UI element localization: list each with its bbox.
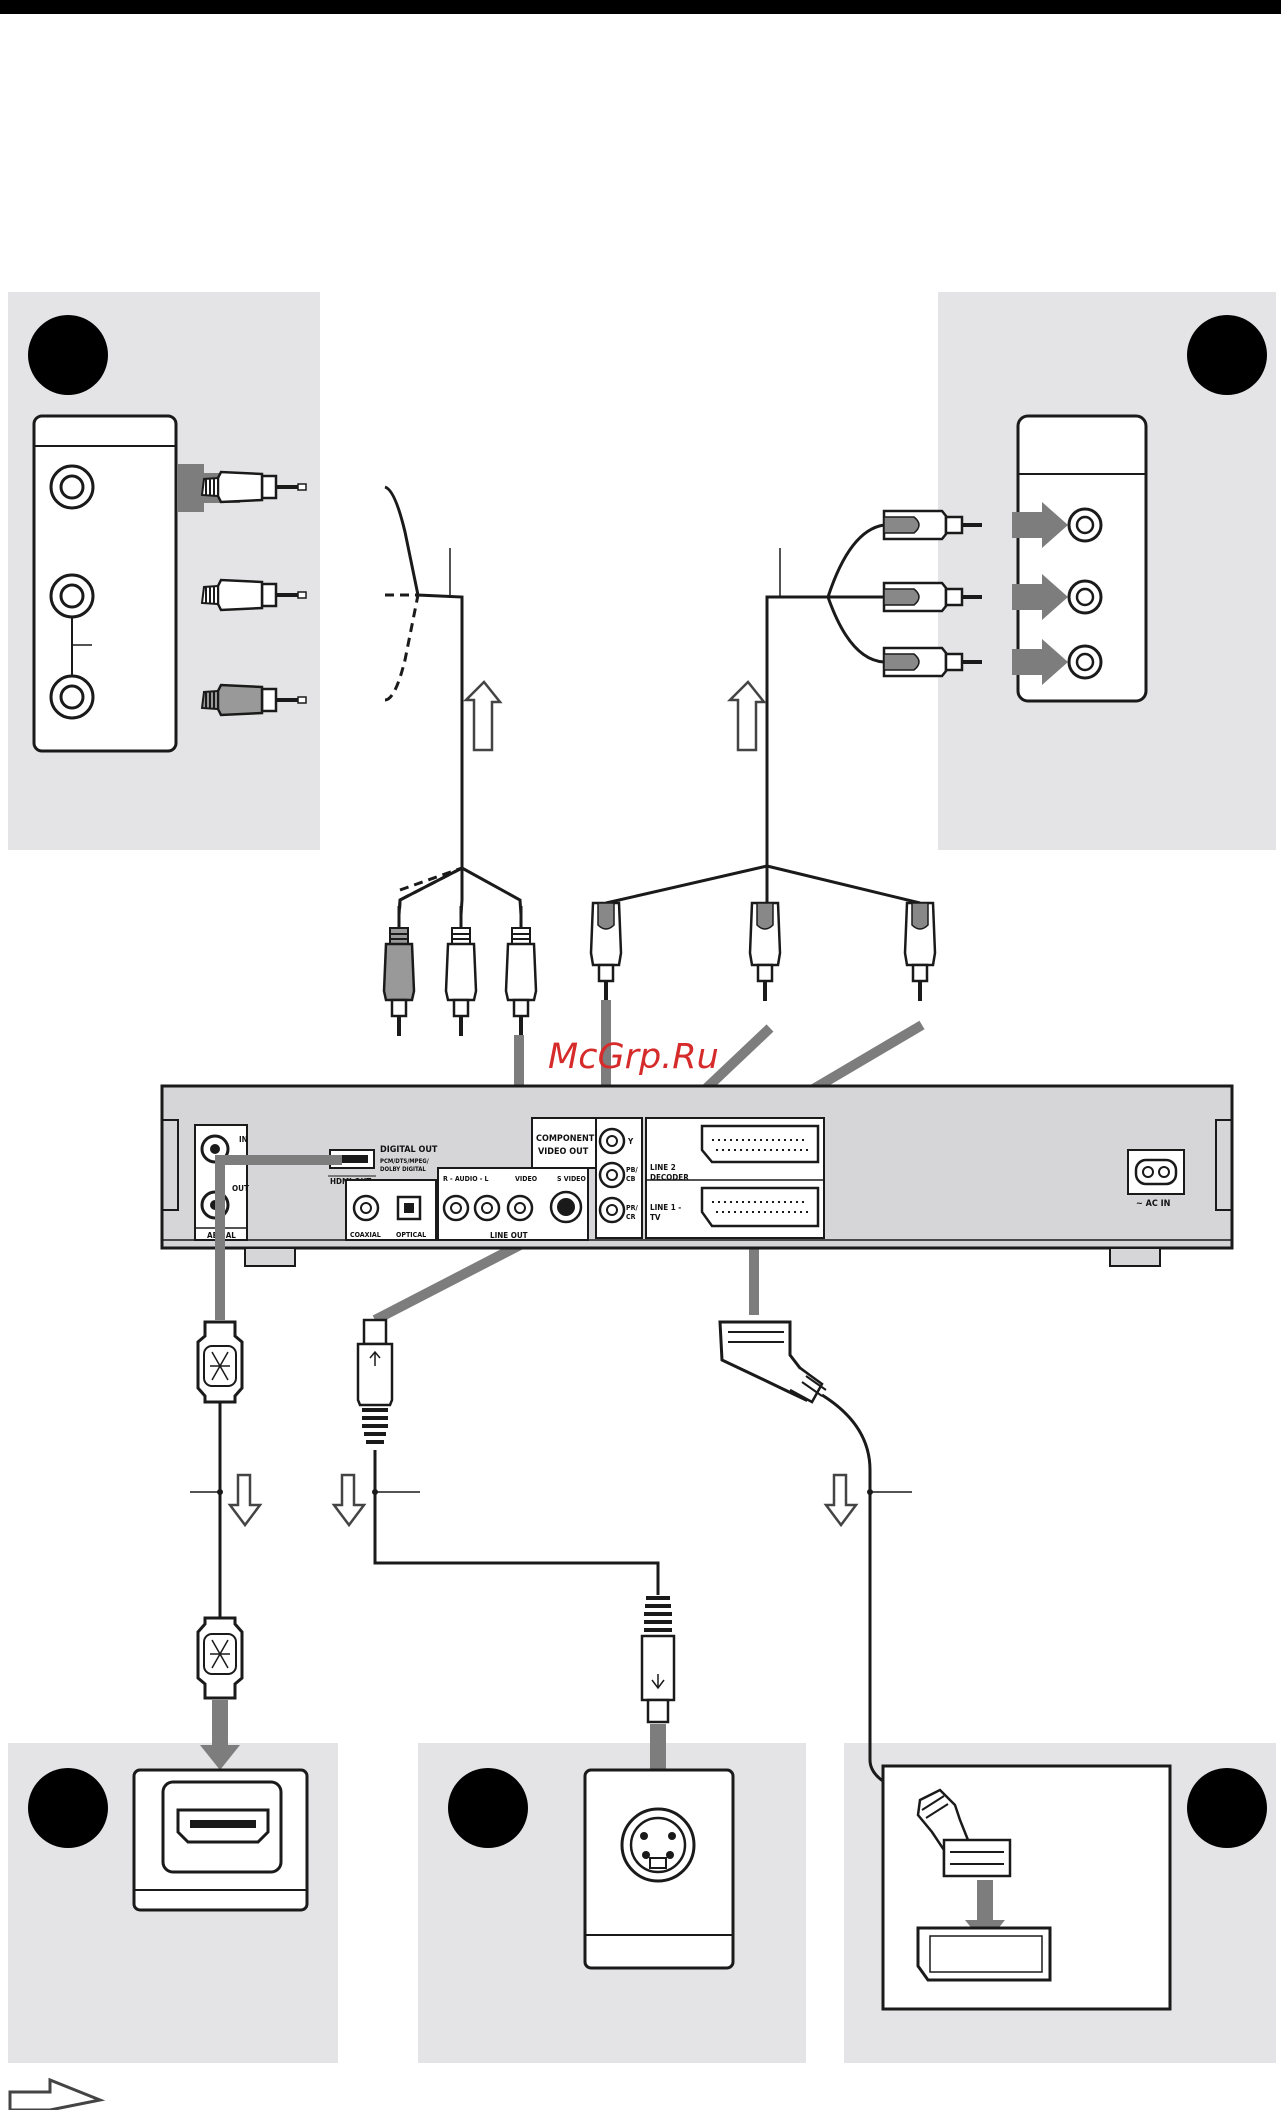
video-out-jack xyxy=(508,1196,532,1220)
hdmi-input-device xyxy=(134,1770,307,1910)
audio-out-jack-r xyxy=(444,1196,468,1220)
scart-plug xyxy=(720,1322,826,1402)
rca-plug xyxy=(905,903,935,1001)
signal-flow-arrow xyxy=(730,682,764,750)
rca-plug xyxy=(384,906,414,1036)
s-video-plug xyxy=(358,1320,392,1442)
signal-flow-arrow xyxy=(1012,502,1068,685)
video-input-jack xyxy=(51,466,93,508)
audio-input-jack-r xyxy=(51,676,93,718)
component-pr-input-jack xyxy=(1069,646,1101,678)
component-y-out-jack xyxy=(600,1129,624,1153)
tv-label: TV xyxy=(650,1213,661,1222)
rca-plug xyxy=(506,906,536,1036)
rca-plug xyxy=(750,903,780,1001)
digital-out-formats-1: PCM/DTS/MPEG/ xyxy=(380,1158,429,1165)
signal-flow-arrow xyxy=(10,2080,100,2110)
panel-marker-circle xyxy=(448,1768,528,1848)
ac-in-label: ~ AC IN xyxy=(1136,1199,1171,1209)
digital-out-label: DIGITAL OUT xyxy=(380,1145,438,1155)
watermark: McGrp.Ru xyxy=(548,1037,719,1077)
component-pb-label: PB/ xyxy=(626,1166,638,1174)
scart-line2-port xyxy=(702,1126,818,1162)
component-pr-label: PR/ xyxy=(626,1204,638,1212)
audio-input-jack-l xyxy=(51,575,93,617)
component-pr-out-jack xyxy=(600,1198,624,1222)
panel-marker-circle xyxy=(1187,1768,1267,1848)
signal-flow-arrow xyxy=(466,682,500,750)
component-y-input-jack xyxy=(1069,509,1101,541)
aerial-out-label: OUT xyxy=(232,1184,249,1193)
rca-plug xyxy=(591,903,621,1001)
audio-input-device xyxy=(34,416,176,751)
hdmi-plug xyxy=(198,1618,242,1698)
line2-label: LINE 2 xyxy=(650,1163,676,1172)
component-cb-label: CB xyxy=(626,1175,636,1183)
line1-label: LINE 1 - xyxy=(650,1203,681,1212)
hdmi-plug xyxy=(198,1322,242,1402)
component-out-label-2: VIDEO OUT xyxy=(538,1147,589,1157)
signal-flow-arrow xyxy=(826,1475,856,1525)
component-cable xyxy=(606,525,920,903)
audio-out-jack-l xyxy=(475,1196,499,1220)
s-video-input-device xyxy=(585,1770,733,1968)
video-out-label: VIDEO xyxy=(515,1175,538,1183)
optical-jack xyxy=(398,1197,420,1219)
line-out-label: LINE OUT xyxy=(490,1231,528,1240)
signal-flow-arrow xyxy=(230,1475,260,1525)
rca-plug xyxy=(446,906,476,1036)
s-video-out-label: S VIDEO xyxy=(557,1175,586,1183)
component-pb-input-jack xyxy=(1069,581,1101,613)
component-out-label-1: COMPONENT xyxy=(536,1134,595,1144)
panel-marker-circle xyxy=(28,1768,108,1848)
ac-in-socket xyxy=(1128,1150,1184,1194)
coaxial-jack xyxy=(354,1196,378,1220)
top-bar xyxy=(0,0,1281,14)
aerial-in-label: IN xyxy=(239,1135,248,1144)
component-y-label: Y xyxy=(627,1137,634,1146)
digital-out-formats-2: DOLBY DIGITAL xyxy=(380,1166,426,1173)
audio-out-label: R - AUDIO - L xyxy=(443,1175,489,1183)
component-cr-label: CR xyxy=(626,1213,636,1221)
decoder-label: DECODER xyxy=(650,1173,689,1182)
panel-marker-circle xyxy=(28,315,108,395)
scart-input-device xyxy=(883,1766,1170,2009)
s-video-plug xyxy=(642,1598,674,1722)
component-pb-out-jack xyxy=(600,1163,624,1187)
scart-line1-port xyxy=(702,1188,818,1226)
signal-flow-arrow xyxy=(334,1475,364,1525)
s-video-cable xyxy=(375,1450,658,1595)
recorder-rear-panel: IN OUT AERIAL HDMI OUT DIGITAL OUT PCM/D… xyxy=(162,1086,1232,1266)
optical-label: OPTICAL xyxy=(396,1231,426,1239)
panel-marker-circle xyxy=(1187,315,1267,395)
s-video-out-jack xyxy=(551,1192,581,1222)
coaxial-label: COAXIAL xyxy=(350,1231,381,1239)
